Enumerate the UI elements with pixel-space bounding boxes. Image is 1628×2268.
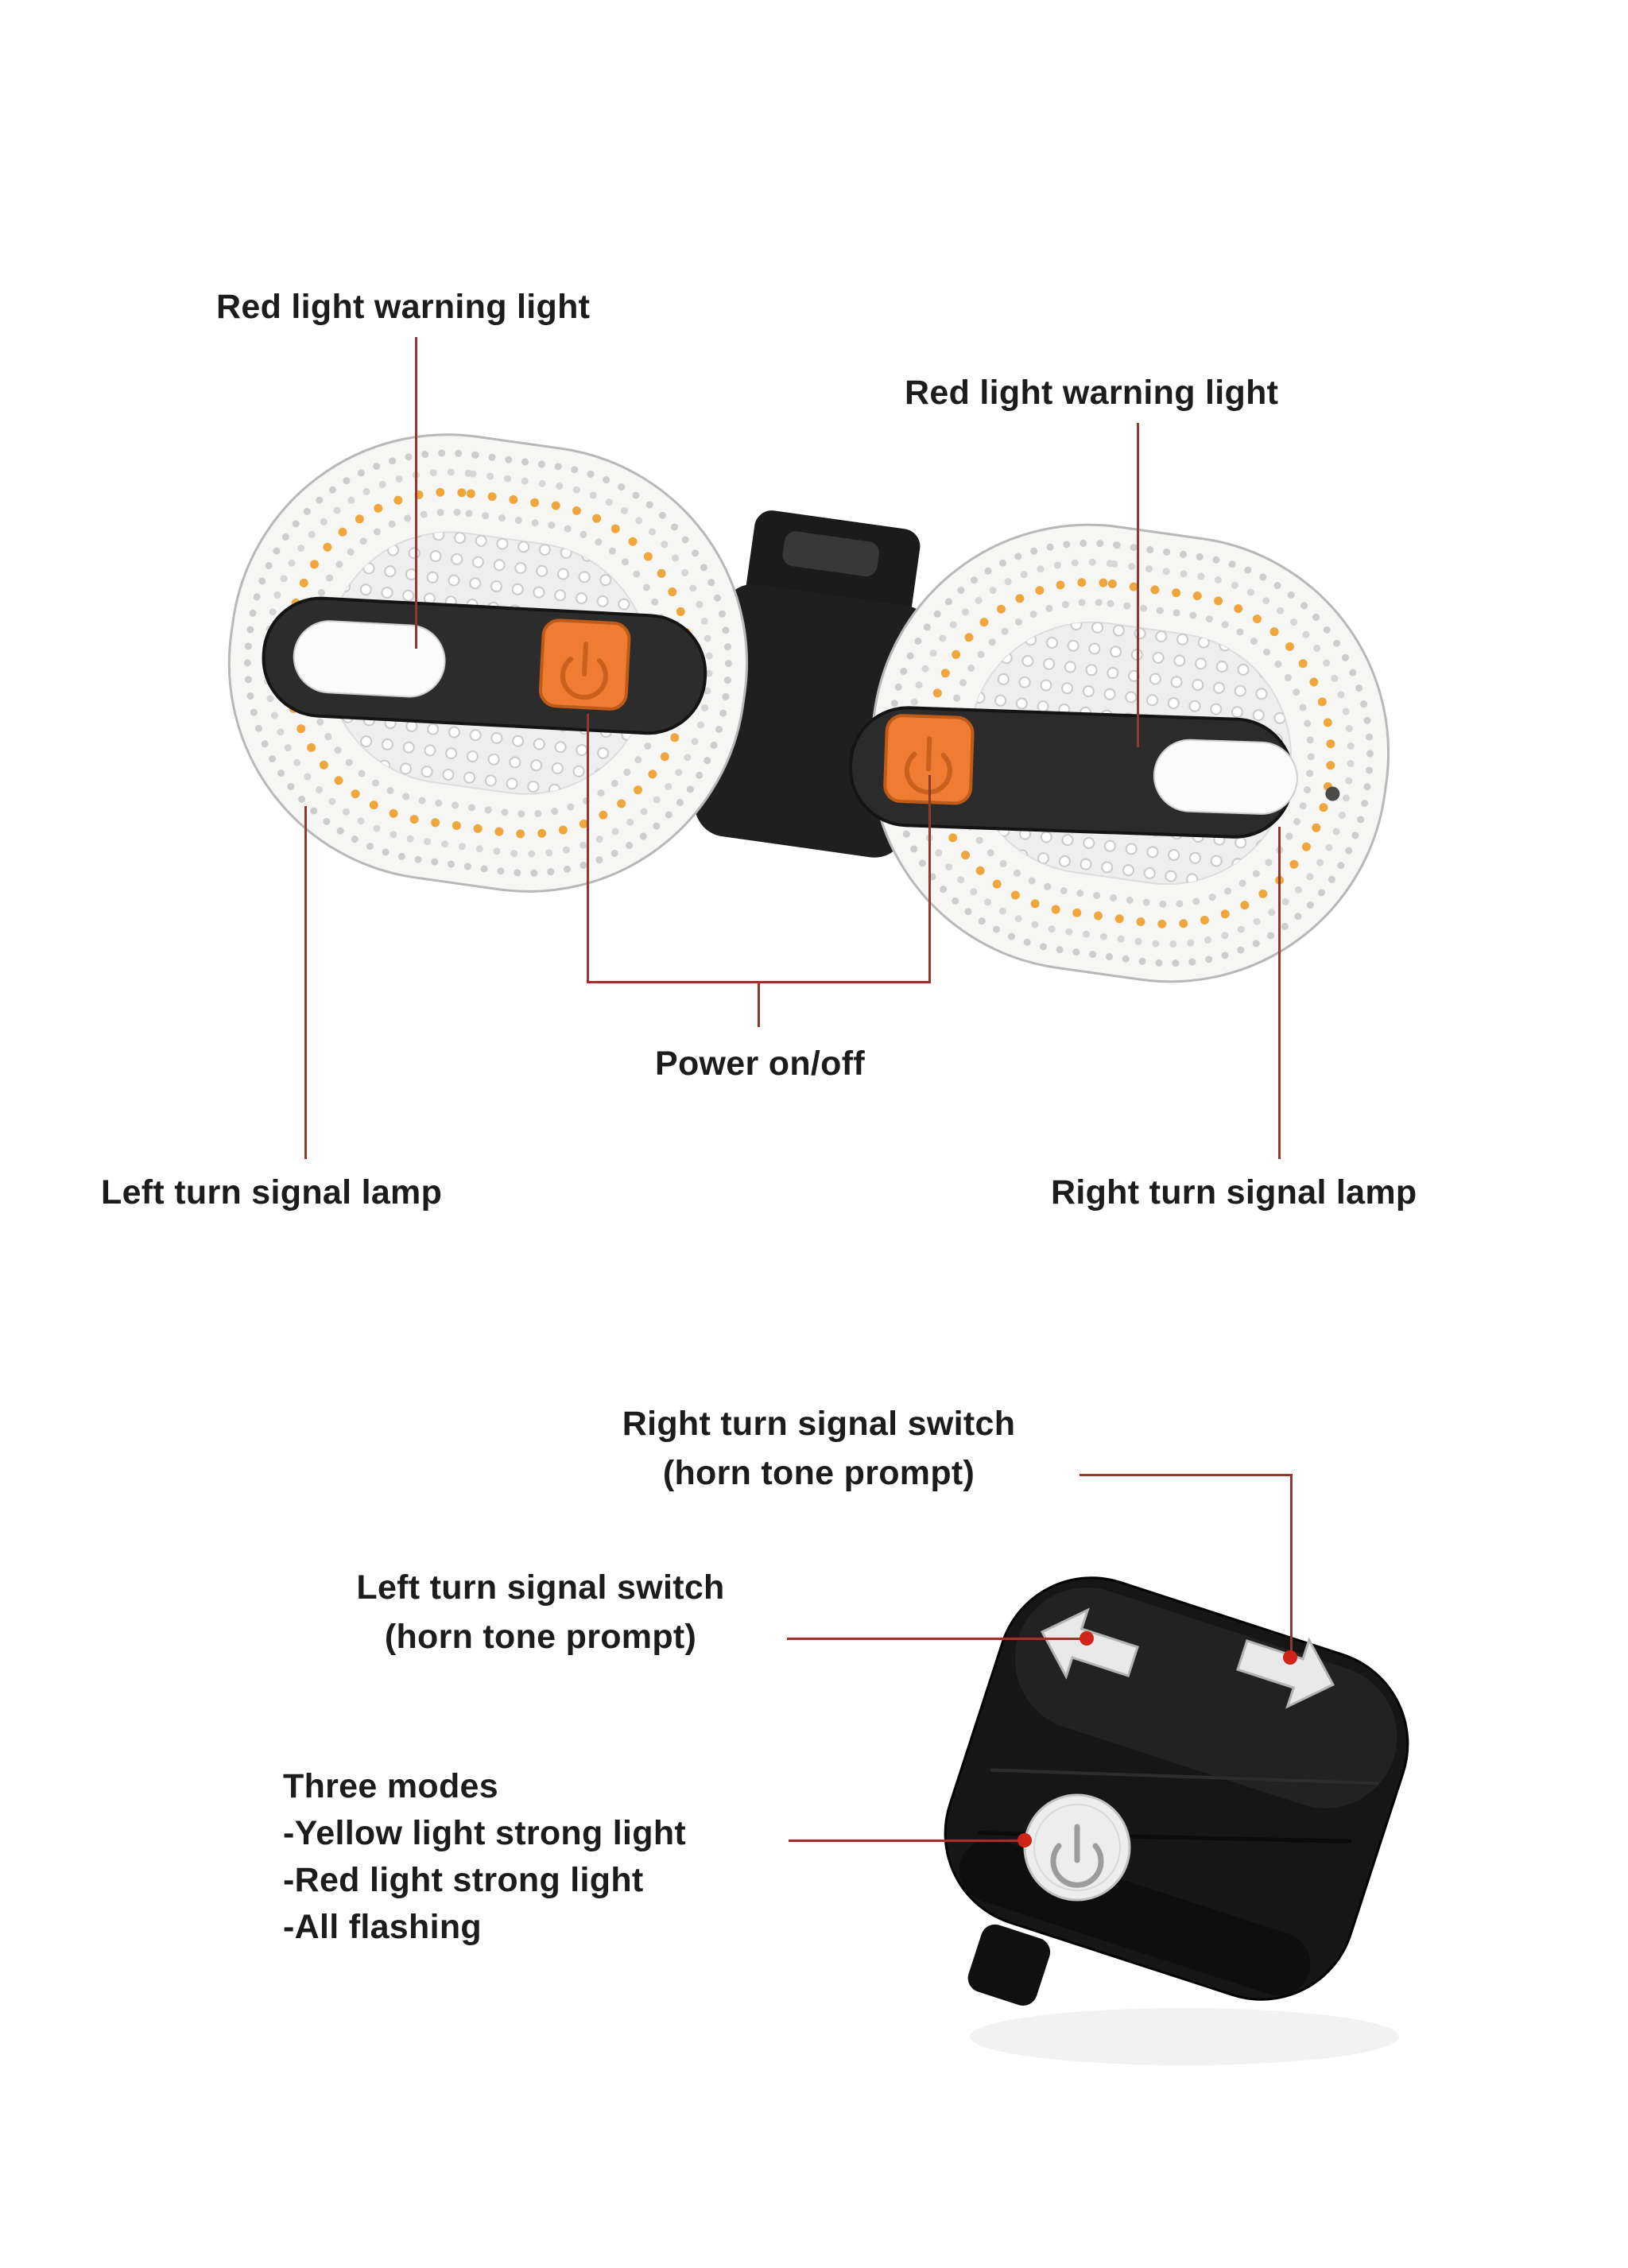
remote-shadow [970, 2008, 1399, 2065]
label-power-on-off: Power on/off [655, 1045, 865, 1083]
label-right-turn-lamp: Right turn signal lamp [1051, 1173, 1417, 1212]
power-button-right [883, 714, 975, 805]
callout-line-power-right [928, 775, 931, 983]
callout-dot-mode-button [1018, 1833, 1032, 1847]
right-lamp [848, 523, 1390, 983]
callout-line-right-switch-v [1290, 1474, 1293, 1657]
callout-line-right-lamp [1278, 827, 1281, 1159]
callout-line-red-warning-left [415, 337, 417, 649]
label-mode-1: -Yellow light strong light [283, 1814, 687, 1852]
remote-image [944, 1576, 1409, 2065]
remote-illustration [890, 1550, 1447, 2091]
power-icon [904, 736, 952, 795]
label-red-warning-left: Red light warning light [216, 288, 591, 326]
label-right-turn-switch-line2: (horn tone prompt) [662, 1454, 975, 1492]
reflector-slot-right [1153, 739, 1298, 815]
label-right-turn-switch: Right turn signal switch (horn tone prom… [596, 1399, 1041, 1498]
amber-led-ring-left [282, 487, 694, 839]
tail-light-illustration [215, 405, 1407, 1025]
callout-line-left-lamp [304, 806, 307, 1159]
label-left-turn-switch-line2: (horn tone prompt) [384, 1618, 697, 1656]
label-modes-title: Three modes [283, 1767, 498, 1805]
tail-light-image [227, 433, 1390, 983]
label-left-turn-switch-line1: Left turn signal switch [356, 1568, 725, 1607]
reflector-slot-left [293, 620, 446, 698]
callout-line-power-left [587, 714, 589, 983]
power-button-left [538, 618, 631, 711]
callout-line-right-switch-h [1080, 1474, 1293, 1476]
power-icon [560, 642, 608, 700]
callout-dot-right-arrow [1283, 1650, 1297, 1665]
label-left-turn-lamp: Left turn signal lamp [101, 1173, 443, 1212]
left-lamp [227, 433, 749, 893]
label-right-turn-switch-line1: Right turn signal switch [622, 1405, 1016, 1443]
callout-line-power-stub [758, 981, 760, 1027]
label-red-warning-right: Red light warning light [905, 374, 1279, 412]
amber-led-ring-right [924, 577, 1335, 929]
power-icon [1050, 1824, 1104, 1888]
mode-button [1023, 1793, 1131, 1902]
callout-dot-left-arrow [1080, 1631, 1094, 1646]
right-arrow-button [1236, 1637, 1335, 1709]
label-mode-3: -All flashing [283, 1908, 482, 1946]
callout-line-left-switch [787, 1638, 1086, 1640]
callout-line-red-warning-right [1137, 423, 1139, 747]
remote-strap [967, 1924, 1051, 2006]
label-left-turn-switch: Left turn signal switch (horn tone promp… [318, 1563, 763, 1661]
screw-dot [1325, 786, 1340, 801]
label-mode-2: -Red light strong light [283, 1861, 644, 1899]
callout-line-modes [789, 1840, 1024, 1842]
label-three-modes: Three modes -Yellow light strong light -… [283, 1763, 792, 1951]
